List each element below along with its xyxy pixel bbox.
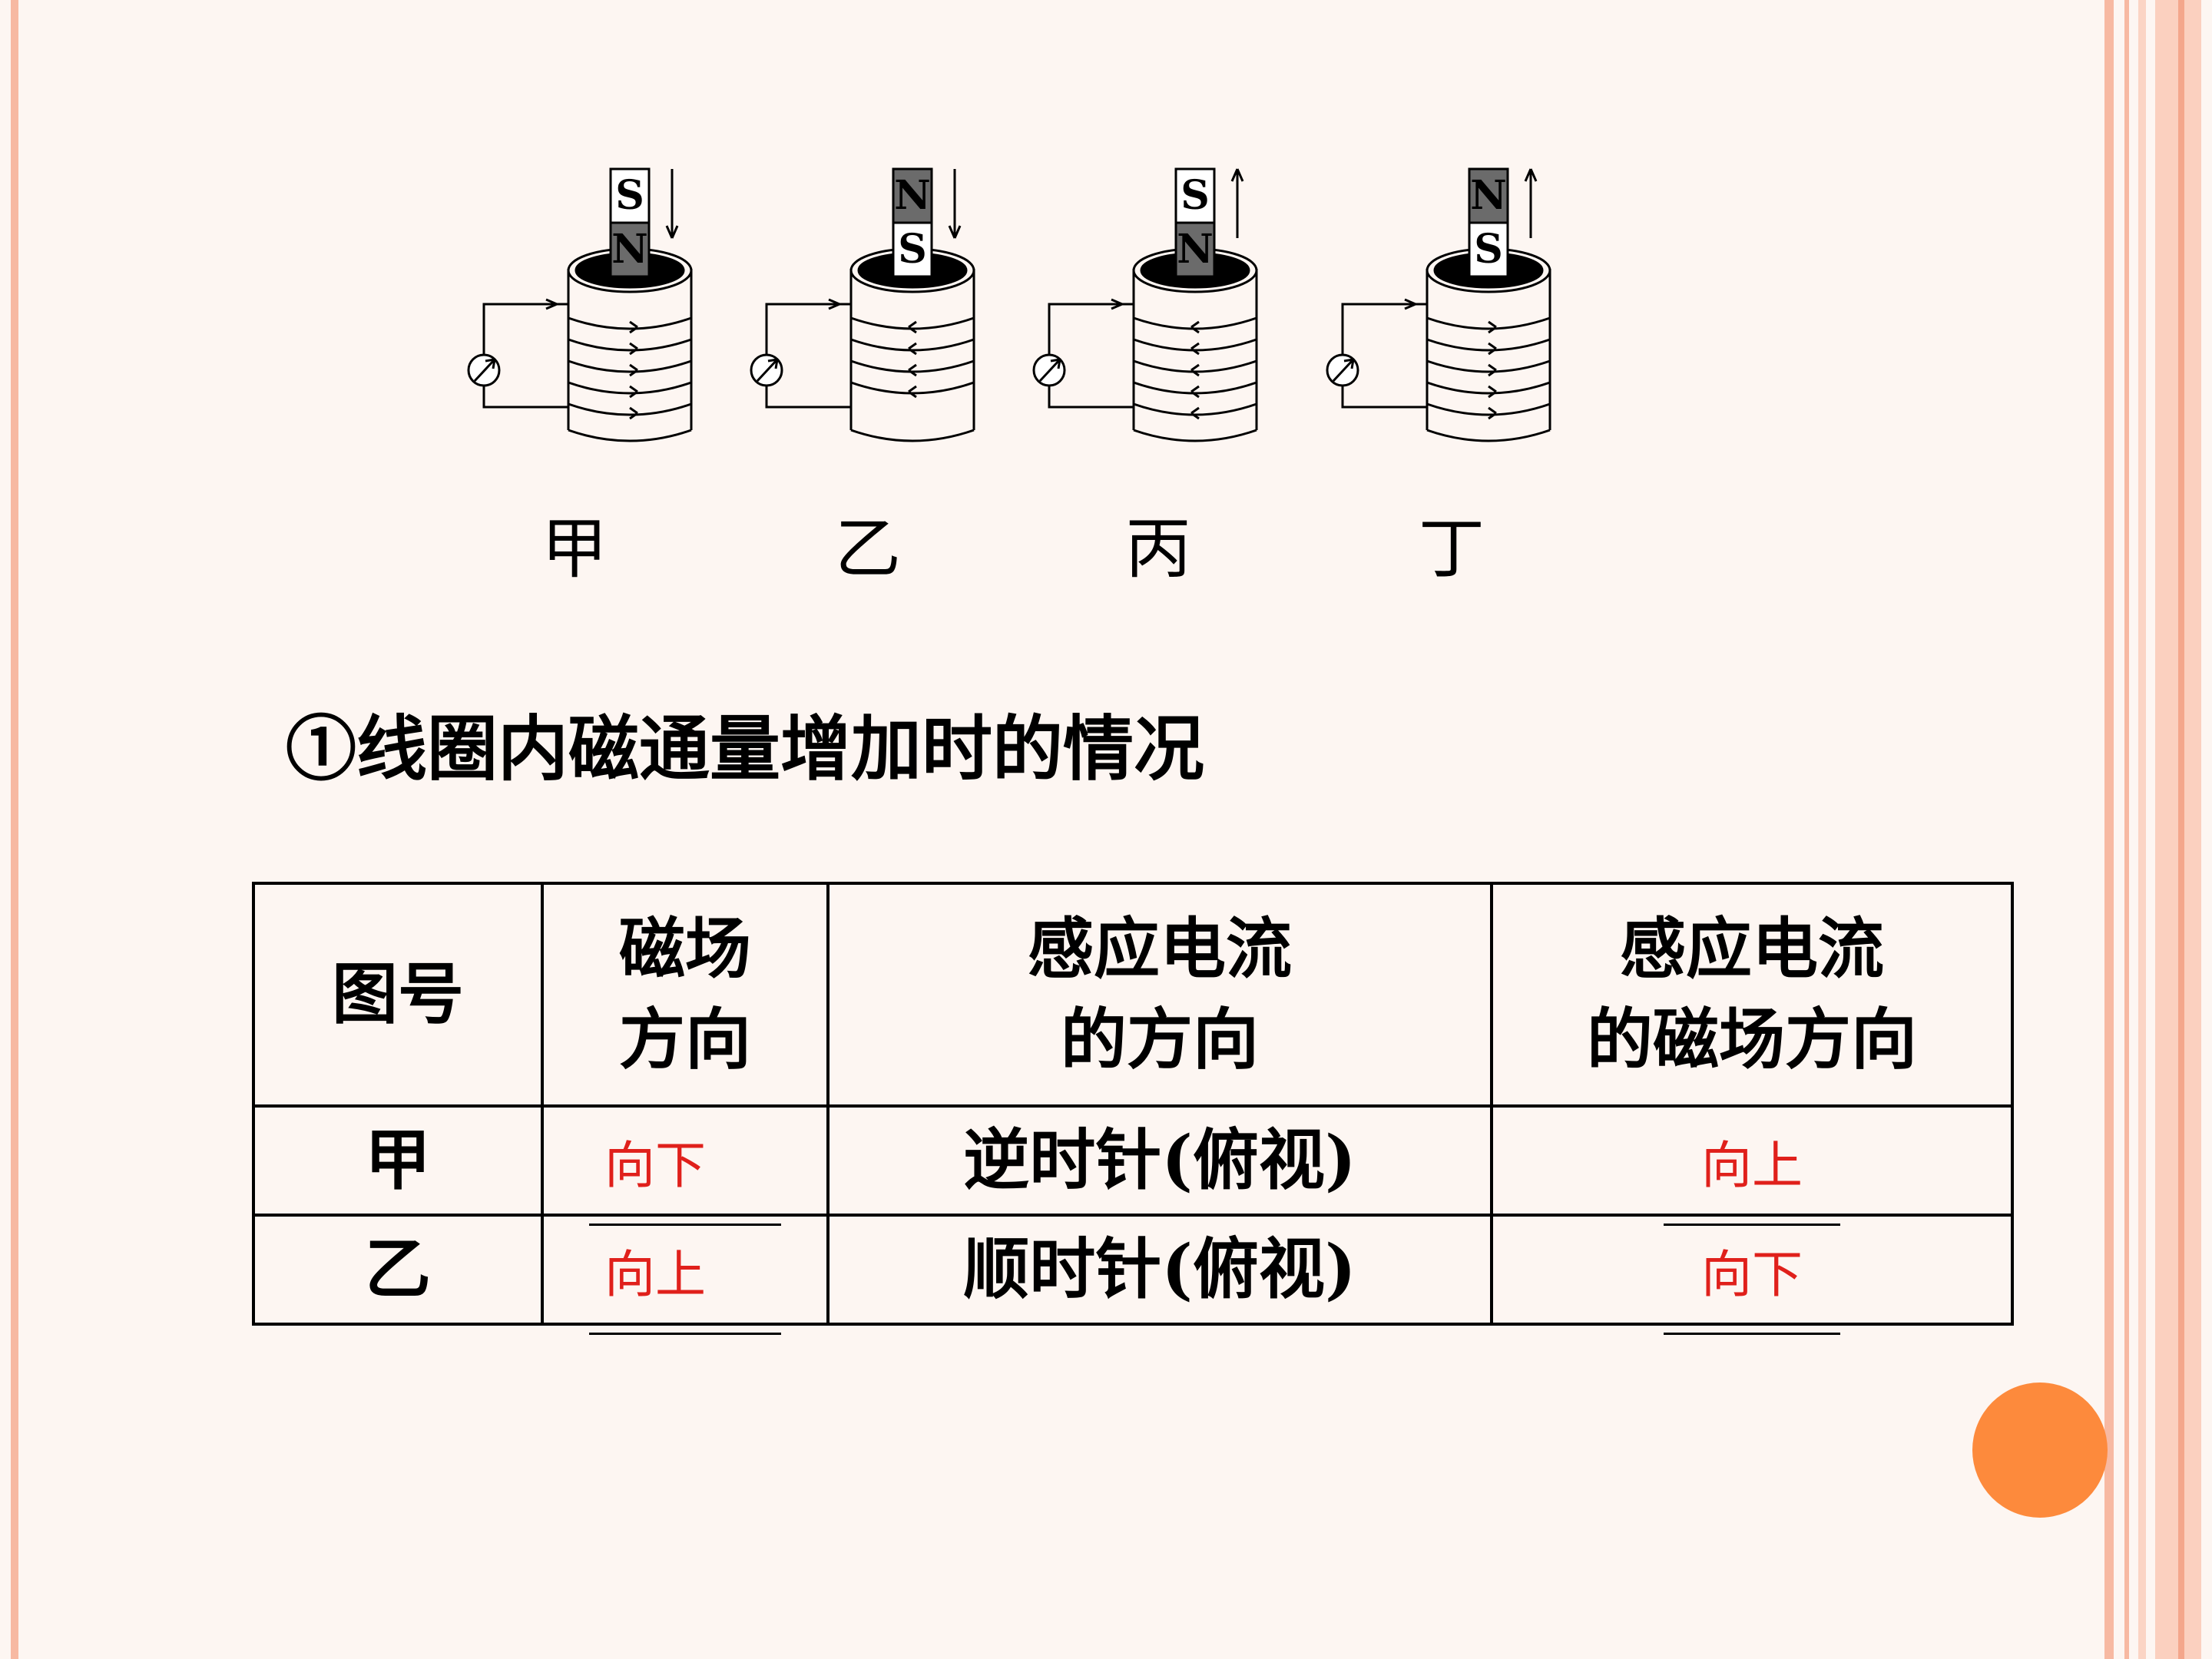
magnet-pole-bottom: N [1177,226,1214,273]
answer-cell: 向下 [541,1104,830,1226]
magnet-pole-bottom: S [1474,226,1503,273]
right-border-stripes [2104,0,2212,1659]
answer-field-direction: 向上 [589,1244,781,1335]
header-induced-field-direction: 感应电流的磁场方向 [1490,882,2014,1108]
answer-field-direction: 向下 [589,1135,781,1226]
row-label: 甲 [252,1104,544,1217]
header-figure-no: 图号 [252,882,544,1108]
figure-label-jia: 甲 [541,511,608,588]
answer-cell: 向上 [1490,1104,2014,1226]
answer-cell: 向下 [1490,1214,2014,1335]
decorative-circle [1972,1382,2108,1518]
header-current-direction: 感应电流的方向 [826,882,1493,1108]
figure-label-yi: 乙 [835,511,901,588]
current-direction-cell: 逆时针(俯视) [826,1104,1493,1217]
answer-induced-field-direction: 向上 [1664,1135,1840,1226]
current-direction-cell: 顺时针(俯视) [826,1214,1493,1326]
left-border-stripe [11,0,18,1659]
table-row: 甲 向下 逆时针(俯视) 向上 [252,1104,2014,1226]
figure-label-bing: 丙 [1125,511,1191,588]
table-row: 乙 向上 顺时针(俯视) 向下 [252,1214,2014,1335]
induction-table: 图号 磁场方向 感应电流的方向 感应电流的磁场方向 甲 向下 逆时针(俯视) 向… [252,882,2014,1335]
row-label: 乙 [252,1214,544,1326]
answer-cell: 向上 [541,1214,830,1335]
figure-label-ding: 丁 [1419,511,1485,588]
magnet-pole-bottom: S [898,226,927,273]
section-heading: ①线圈内磁通量增加时的情况 [286,707,1205,790]
magnet-pole-top: S [1181,172,1210,219]
magnet-pole-top: N [894,172,931,219]
table-header-row: 图号 磁场方向 感应电流的方向 感应电流的磁场方向 [252,882,2014,1108]
magnet-pole-bottom: N [611,226,648,273]
header-field-direction: 磁场方向 [541,882,830,1108]
magnet-pole-top: S [615,172,644,219]
magnet-pole-top: N [1470,172,1507,219]
answer-induced-field-direction: 向下 [1664,1244,1840,1335]
